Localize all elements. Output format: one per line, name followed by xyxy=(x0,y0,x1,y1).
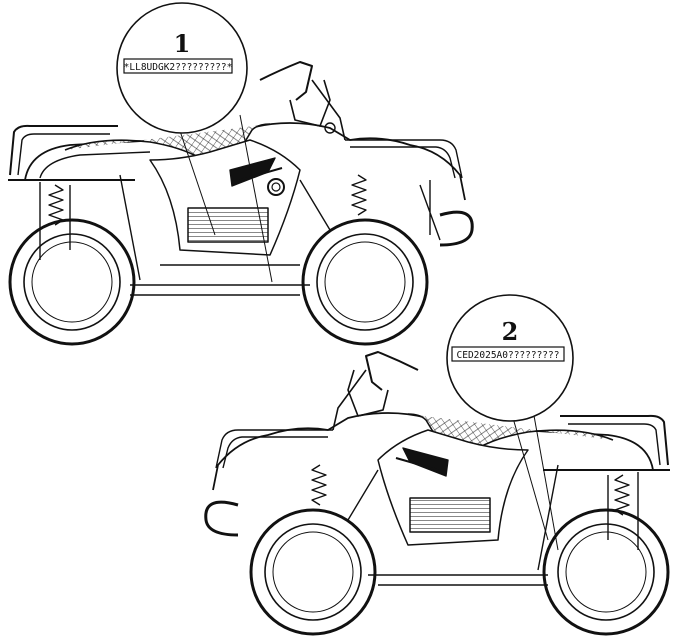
callout-1-plate-text: *LL8UDGK2?????????* xyxy=(124,62,233,73)
callout-2-plate xyxy=(451,346,565,362)
callout-2-plate-text: CED2025A0????????? xyxy=(457,350,560,361)
atv-top xyxy=(8,61,474,346)
callout-2-number: 2 xyxy=(502,317,519,346)
atv-bottom xyxy=(204,351,670,636)
callout-1-number: 1 xyxy=(174,29,191,58)
callout-2: 2 CED2025A0????????? xyxy=(446,294,574,422)
callout-1-plate xyxy=(123,58,233,74)
callout-1: 1 *LL8UDGK2?????????* xyxy=(116,2,248,134)
